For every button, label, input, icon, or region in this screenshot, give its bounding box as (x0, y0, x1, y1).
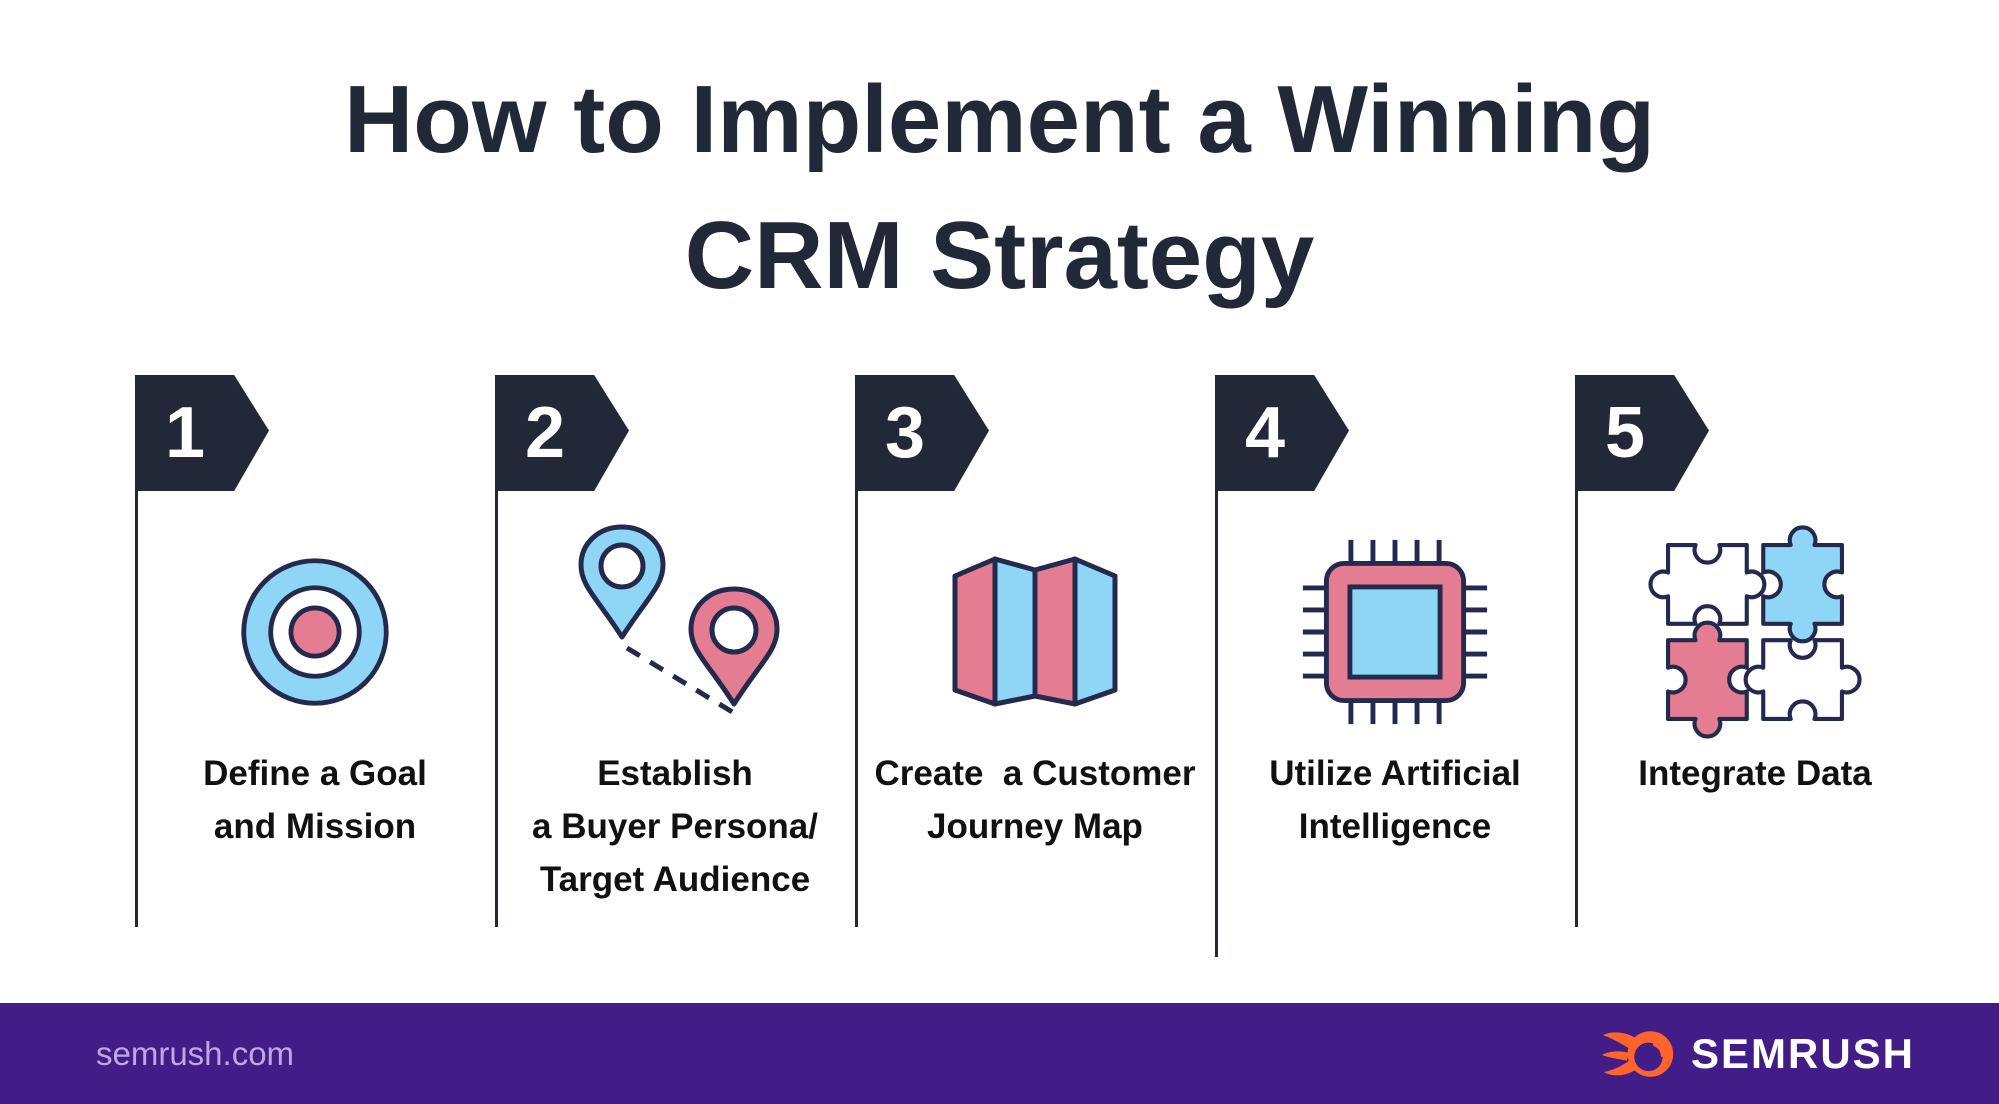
puzzle-pieces-icon (1648, 525, 1862, 739)
semrush-brand-text: SEMRUSH (1690, 1029, 1915, 1077)
step-4-label: Utilize Artificial Intelligence (1269, 754, 1521, 846)
steps-row: 1 Define a Goal and Mission 2 (135, 375, 1935, 965)
flagpole (495, 377, 498, 927)
ai-chip-icon (1302, 539, 1488, 725)
flagpole (1215, 377, 1218, 957)
step-5-label: Integrate Data (1638, 754, 1872, 793)
step-number: 2 (524, 393, 566, 473)
page-title-line-2: CRM Strategy (684, 202, 1315, 309)
step-2: 2 Establish a Buyer Persona/ Target Audi… (495, 375, 855, 965)
step-number: 4 (1244, 393, 1286, 473)
page-title: How to Implement a Winning CRM Strategy (0, 52, 1999, 324)
step-3-flag: 3 (855, 375, 989, 491)
semrush-logo: SEMRUSH (1601, 1025, 1915, 1083)
target-icon (241, 558, 389, 706)
step-5: 5 Integrate Data (1575, 375, 1935, 965)
footer-website-url: semrush.com (96, 1034, 295, 1072)
step-1-label: Define a Goal and Mission (203, 754, 427, 846)
flagpole (855, 377, 858, 927)
page-title-line-1: How to Implement a Winning (343, 66, 1656, 173)
step-3-label: Create a Customer Journey Map (874, 754, 1196, 846)
step-number: 3 (884, 393, 926, 473)
step-4: 4 Utilize Artificial Intelligence (1215, 375, 1575, 965)
step-number: 5 (1604, 393, 1646, 473)
footer: semrush.com SEMRUSH (0, 1003, 1999, 1104)
step-5-flag: 5 (1575, 375, 1709, 491)
semrush-flame-icon (1601, 1030, 1674, 1077)
step-1-flag: 1 (135, 375, 269, 491)
step-1: 1 Define a Goal and Mission (135, 375, 495, 965)
folded-map-icon (952, 556, 1118, 707)
step-2-label: Establish a Buyer Persona/ Target Audien… (532, 754, 818, 899)
step-2-flag: 2 (495, 375, 629, 491)
flagpole (135, 377, 138, 927)
step-3: 3 Create a Customer Journey Map (855, 375, 1215, 965)
route-pins-icon (578, 524, 780, 716)
step-number: 1 (164, 393, 206, 473)
flagpole (1575, 377, 1578, 927)
step-4-flag: 4 (1215, 375, 1349, 491)
